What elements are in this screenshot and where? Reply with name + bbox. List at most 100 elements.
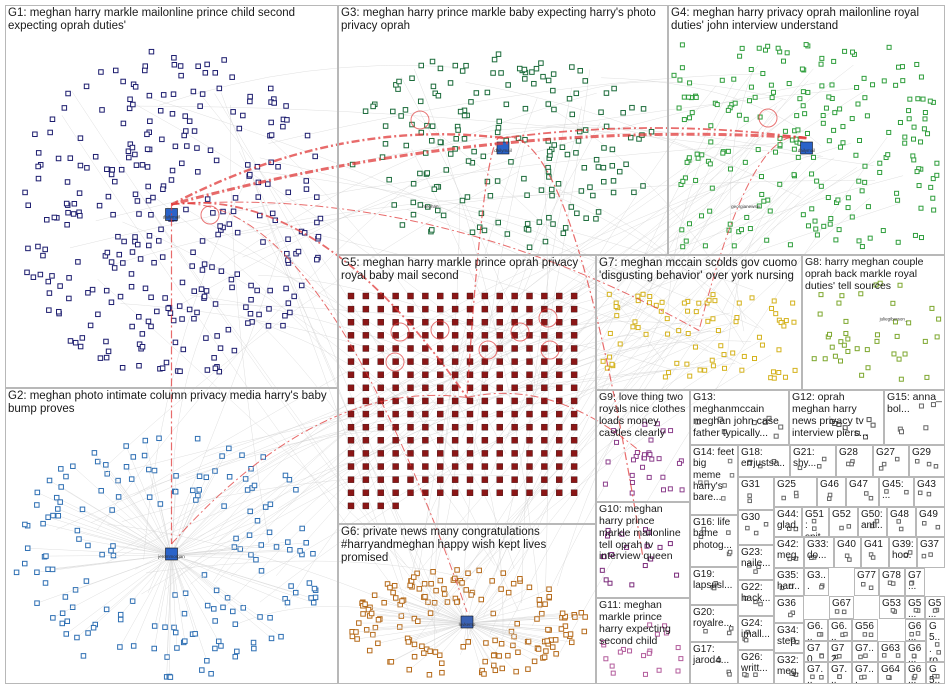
group-label: G6...: [831, 621, 849, 641]
group-panel-g32: G32: meg...: [774, 653, 804, 684]
group-label: G33: do...: [807, 539, 831, 562]
group-panel-g50: G50: anti...: [858, 507, 887, 537]
group-label: G13: meghanmccain meghan john case fathe…: [693, 392, 786, 439]
group-label: G63: [881, 643, 902, 654]
group-label: G14: feet big meme harry's bare...: [693, 447, 735, 503]
group-label: G24: imall...: [741, 618, 771, 641]
group-label: G51: spit...: [805, 509, 826, 537]
group-label: G67: [832, 598, 851, 609]
group-panel-g48: G48: [887, 507, 916, 537]
group-panel-g70: G70: [804, 641, 828, 662]
group-panel-g27: G27: [873, 445, 909, 477]
group-panel-g39: G39: hoo...: [889, 537, 917, 568]
group-label: G21: shy...: [793, 447, 833, 470]
group-label: G3... wo...: [807, 570, 826, 596]
group-panel-g6: G6: private news many congratulations #h…: [338, 524, 596, 684]
group-panel-g46: G46: [817, 477, 846, 507]
group-label: G18: errjustsa...: [741, 447, 787, 477]
group-label: G34: step...: [777, 625, 801, 653]
group-label: G7...: [855, 643, 875, 662]
group-label: G6...: [908, 643, 923, 663]
group-panel-g9: G9: love thing two royals nice clothes l…: [596, 390, 690, 502]
group-panel-g29: G29: [909, 445, 945, 477]
group-label: G44: glad...: [777, 509, 799, 537]
group-panel-g5: G5: meghan harry markle prince oprah pri…: [338, 255, 596, 524]
group-panel-g44: G44: glad...: [774, 507, 802, 537]
group-panel-g41: G41: [861, 537, 889, 568]
group-label: G7: meghan mccain scolds gov cuomo 'disg…: [599, 257, 799, 283]
group-panel-g8: G8: harry meghan couple oprah back markl…: [802, 255, 945, 390]
group-label: G17: jarod4...: [693, 644, 735, 667]
group-panel-g19: G19: lapsusl...: [690, 567, 738, 605]
group-panel-g26: G26: writt...: [738, 650, 774, 684]
group-panel-g62: G6...: [905, 619, 926, 641]
group-panel-g42: G42: meg...: [774, 537, 804, 568]
group-panel-g63: G63: [878, 641, 905, 662]
group-label: G20: royalre...: [693, 607, 735, 630]
group-label: G45: ...: [882, 479, 911, 502]
group-panel-g49: G49: [916, 507, 945, 537]
group-panel-g28: G28: [836, 445, 873, 477]
group-panel-g18: G18: errjustsa...: [738, 445, 790, 477]
group-label: G10: meghan harry prince markle mailonli…: [599, 504, 687, 563]
group-label: G5... ro...: [929, 621, 942, 662]
group-label: G30: [741, 512, 771, 523]
group-panel-g37: G37: [917, 537, 945, 568]
group-label: G47: [849, 479, 876, 490]
group-panel-g60: G6... wa...: [804, 619, 828, 641]
group-label: G40: [837, 539, 858, 550]
group-label: G49: [919, 509, 942, 520]
group-panel-g43: G43: [914, 477, 945, 507]
group-label: G5...: [908, 598, 922, 619]
group-panel-g38: G3... wo...: [804, 568, 829, 596]
group-panel-g21: G21: shy...: [790, 445, 836, 477]
group-label: G6...: [908, 621, 923, 641]
group-panel-g35: G35: harr...: [774, 568, 804, 596]
group-panel-g75: G7...: [852, 662, 878, 684]
group-panel-g64: G64: [878, 662, 905, 684]
group-label: G53: [882, 598, 902, 609]
group-label: G37: [920, 539, 942, 550]
group-panel-g3: G3: meghan harry prince markle baby expe…: [338, 5, 668, 255]
group-label: G36: [777, 598, 801, 609]
group-label: G31: [741, 479, 771, 490]
group-panel-g51: G51: spit...: [802, 507, 829, 537]
group-label: G5: meghan harry markle prince oprah pri…: [341, 257, 593, 283]
group-panel-g1: G1: meghan harry markle mailonline princ…: [5, 5, 338, 388]
group-panel-g66: G6...: [905, 662, 926, 684]
group-panel-g78: G78: [879, 568, 905, 596]
group-label: G5...: [928, 598, 942, 619]
group-label: G6...: [908, 664, 923, 684]
group-label: G1: meghan harry markle mailonline princ…: [8, 7, 335, 33]
group-panel-g55: G5...: [925, 596, 945, 619]
group-panel-g57: G5... ro...: [926, 619, 945, 662]
group-panel-g61: G6...: [828, 619, 852, 641]
group-panel-g72: G72: [828, 641, 852, 662]
group-label: G11: meghan markle prince harry expectin…: [599, 600, 687, 647]
group-panel-g23: G23: naile...: [738, 545, 774, 580]
group-label: G41: [864, 539, 886, 550]
group-label: G29: [912, 447, 942, 458]
group-panel-g34: G34: step...: [774, 623, 804, 653]
group-label: G56: [855, 621, 875, 632]
group-label: G7...: [855, 664, 875, 684]
group-panel-g67: G67: [829, 596, 854, 619]
group-panel-g16: G16: life bame photog...: [690, 515, 738, 567]
group-label: G26: writt...: [741, 652, 771, 675]
group-panel-g58: G5... ti...: [926, 662, 945, 684]
group-panel-g2: G2: meghan photo intimate column privacy…: [5, 388, 338, 684]
group-panel-g22: G22: hack...: [738, 580, 774, 616]
group-label: G8: harry meghan couple oprah back markl…: [805, 257, 942, 293]
group-panel-g20: G20: royalre...: [690, 605, 738, 642]
group-panel-g11: G11: meghan markle prince harry expectin…: [596, 598, 690, 684]
group-panel-g7: G7: meghan mccain scolds gov cuomo 'disg…: [596, 255, 802, 390]
group-label: G19: lapsusl...: [693, 569, 735, 592]
group-label: G4: meghan harry privacy oprah mailonlin…: [671, 7, 942, 33]
group-panel-g53: G53: [879, 596, 905, 619]
group-panel-g76: G7...: [905, 568, 925, 596]
group-label: G7...: [807, 664, 825, 684]
group-panel-g36: G36: [774, 596, 804, 623]
group-panel-g33: G33: do...: [804, 537, 834, 568]
group-panel-g54: G5...: [905, 596, 925, 619]
group-panel-g30: G30: [738, 510, 774, 545]
